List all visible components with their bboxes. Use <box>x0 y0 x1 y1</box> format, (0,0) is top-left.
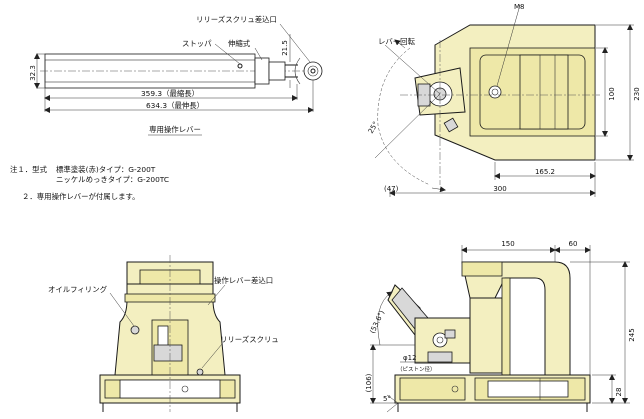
label-lever-rotation: レバー回転 <box>378 37 416 46</box>
note1-line2: ニッケルめっきタイプ：G-200TC <box>56 175 169 184</box>
dim-lever-dia: 32.3 <box>29 65 37 81</box>
dim-m8: M8 <box>514 3 525 11</box>
dim-phi12: φ12 <box>403 354 417 362</box>
note2: ２．専用操作レバーが付属します。 <box>22 192 140 201</box>
label-release-screw: リリーズスクリュ <box>220 335 279 344</box>
note1-prefix: 注１．型式 <box>10 165 48 174</box>
dim-angle-53: (53.6°) <box>369 309 387 335</box>
dim-lever-tip: 21.5 <box>281 40 289 56</box>
dim-60: 60 <box>569 240 578 248</box>
dim-lever-max: 634.3（最伸長） <box>146 101 204 110</box>
note1-line1: 標準塗装(赤)タイプ：G-200T <box>56 165 156 174</box>
dim-lever-min: 359.3（最縮長） <box>141 89 199 98</box>
top-view: M8 レバー回転 100 230 25° (47) 165.2 300 <box>367 3 641 197</box>
dim-245: 245 <box>628 328 636 341</box>
dim-230: 230 <box>633 87 641 100</box>
label-piston-dia: （ピストン径） <box>397 365 436 373</box>
oil-filling-plug <box>130 325 140 335</box>
dim-angle-25: 25° <box>367 120 380 135</box>
notes: 注１．型式 標準塗装(赤)タイプ：G-200T ニッケルめっきタイプ：G-200… <box>10 165 169 201</box>
caption-dedicated-lever: 専用操作レバー <box>149 125 201 134</box>
dim-angle-5: 5° <box>383 395 391 403</box>
lever-view: リリーズスクリュ差込口 ストッパ 伸縮式 32.3 21.5 359.3（最縮長… <box>29 15 323 136</box>
side-view: 150 60 245 28 (53.6°) φ12 （ピストン径） (106) … <box>365 240 636 413</box>
label-stopper: ストッパ <box>182 39 212 48</box>
dim-100: 100 <box>608 87 616 100</box>
label-release-screw-port: リリーズスクリュ差込口 <box>196 15 277 24</box>
dim-300: 300 <box>493 185 506 193</box>
lever-end-circle <box>303 61 323 81</box>
dim-150: 150 <box>501 240 514 248</box>
m8-hole <box>488 85 502 99</box>
dim-165: 165.2 <box>535 168 555 176</box>
label-lever-port: 操作レバー差込口 <box>214 276 273 285</box>
dim-106: (106) <box>365 373 373 392</box>
dim-offset-47: (47) <box>384 185 399 193</box>
label-telescopic: 伸縮式 <box>228 39 251 48</box>
lever-rotation-arc <box>377 47 431 186</box>
front-view: オイルフィリング 操作レバー差込口 リリーズスクリュ <box>48 255 279 412</box>
dim-28: 28 <box>615 388 623 397</box>
lever-collar <box>254 57 270 85</box>
label-oil-filling: オイルフィリング <box>48 285 108 294</box>
